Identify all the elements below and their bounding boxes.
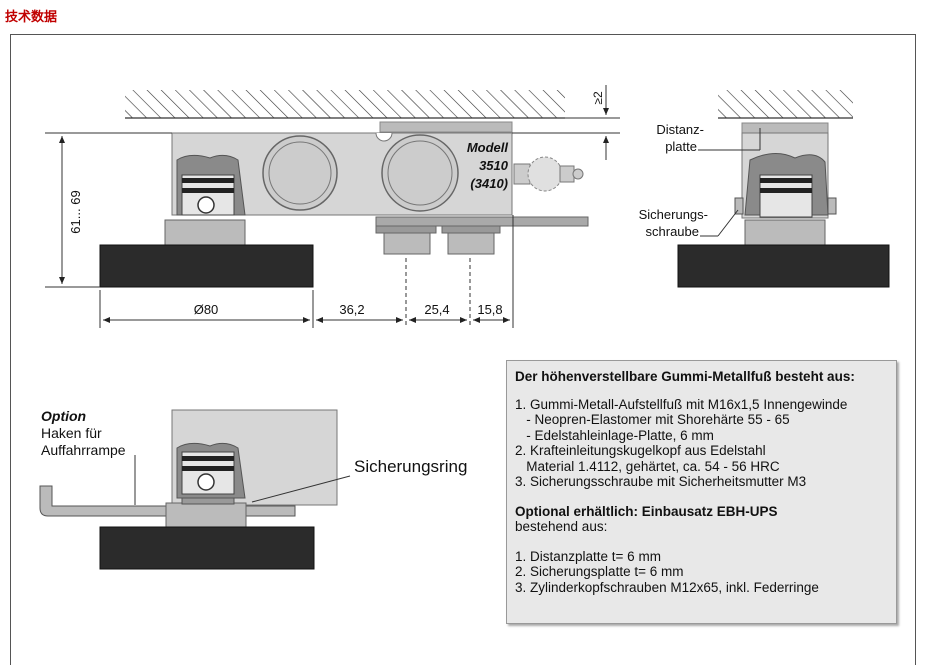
svg-text:platte: platte [665,139,697,154]
svg-text:Modell: Modell [467,140,509,155]
svg-text:Sicherungs-: Sicherungs- [639,207,708,222]
gap-dimension: ≥2 [591,91,605,105]
dim-diameter: Ø80 [194,302,219,317]
floor-block [99,244,314,288]
side-diagram: Distanz- platte Sicherungs- schraube [639,90,890,288]
content-frame [10,34,916,665]
svg-text:Distanz-: Distanz- [656,122,704,137]
option-diagram: Option Haken für Auffahrrampe Sicherungs… [39,408,467,570]
section-title: 技术数据 [5,9,58,24]
svg-text:Auffahrrampe: Auffahrrampe [41,442,126,458]
distance-plate [741,122,829,134]
dim-36: 36,2 [339,302,364,317]
ring-label: Sicherungsring [354,457,467,476]
optional-heading: Optional erhältlich: Einbausatz EBH-UPS [515,503,778,519]
svg-text:Option: Option [41,408,86,424]
info-heading: Der höhenverstellbare Gummi-Metallfuß be… [515,369,855,384]
top-plate [379,121,513,133]
info-item: 1. Gummi-Metall-Aufstellfuß mit M16x1,5 … [515,396,848,412]
rubber-mount [164,219,246,246]
height-dimension: 61... 69 [68,190,83,233]
top-diagram: Modell 3510 (3410) 61... 69 ≥2 Ø80 36,2 … [45,85,620,328]
ceiling-hatch [125,90,565,118]
dim-25: 25,4 [424,302,449,317]
optional-item: 2. Sicherungsplatte t= 6 mm [515,564,684,579]
optional-item: 1. Distanzplatte t= 6 mm [515,548,661,564]
optional-item: 3. Zylinderkopfschrauben M12x65, inkl. F… [515,579,819,595]
info-item: - Edelstahleinlage-Platte, 6 mm [515,427,714,443]
svg-text:(3410): (3410) [470,176,508,191]
svg-text:3510: 3510 [479,158,509,173]
info-item: 2. Krafteinleitungskugelkopf aus Edelsta… [515,443,766,458]
dim-15: 15,8 [477,302,502,317]
info-item: 3. Sicherungsschraube mit Sicherheitsmut… [515,474,807,489]
info-item: - Neopren-Elastomer mit Shorehärte 55 - … [515,412,790,427]
svg-text:Haken für: Haken für [41,425,102,441]
svg-text:schraube: schraube [646,224,699,239]
info-box: Der höhenverstellbare Gummi-Metallfuß be… [506,360,897,624]
info-item: Material 1.4112, gehärtet, ca. 54 - 56 H… [515,458,780,474]
optional-sub: bestehend aus: [515,519,608,534]
